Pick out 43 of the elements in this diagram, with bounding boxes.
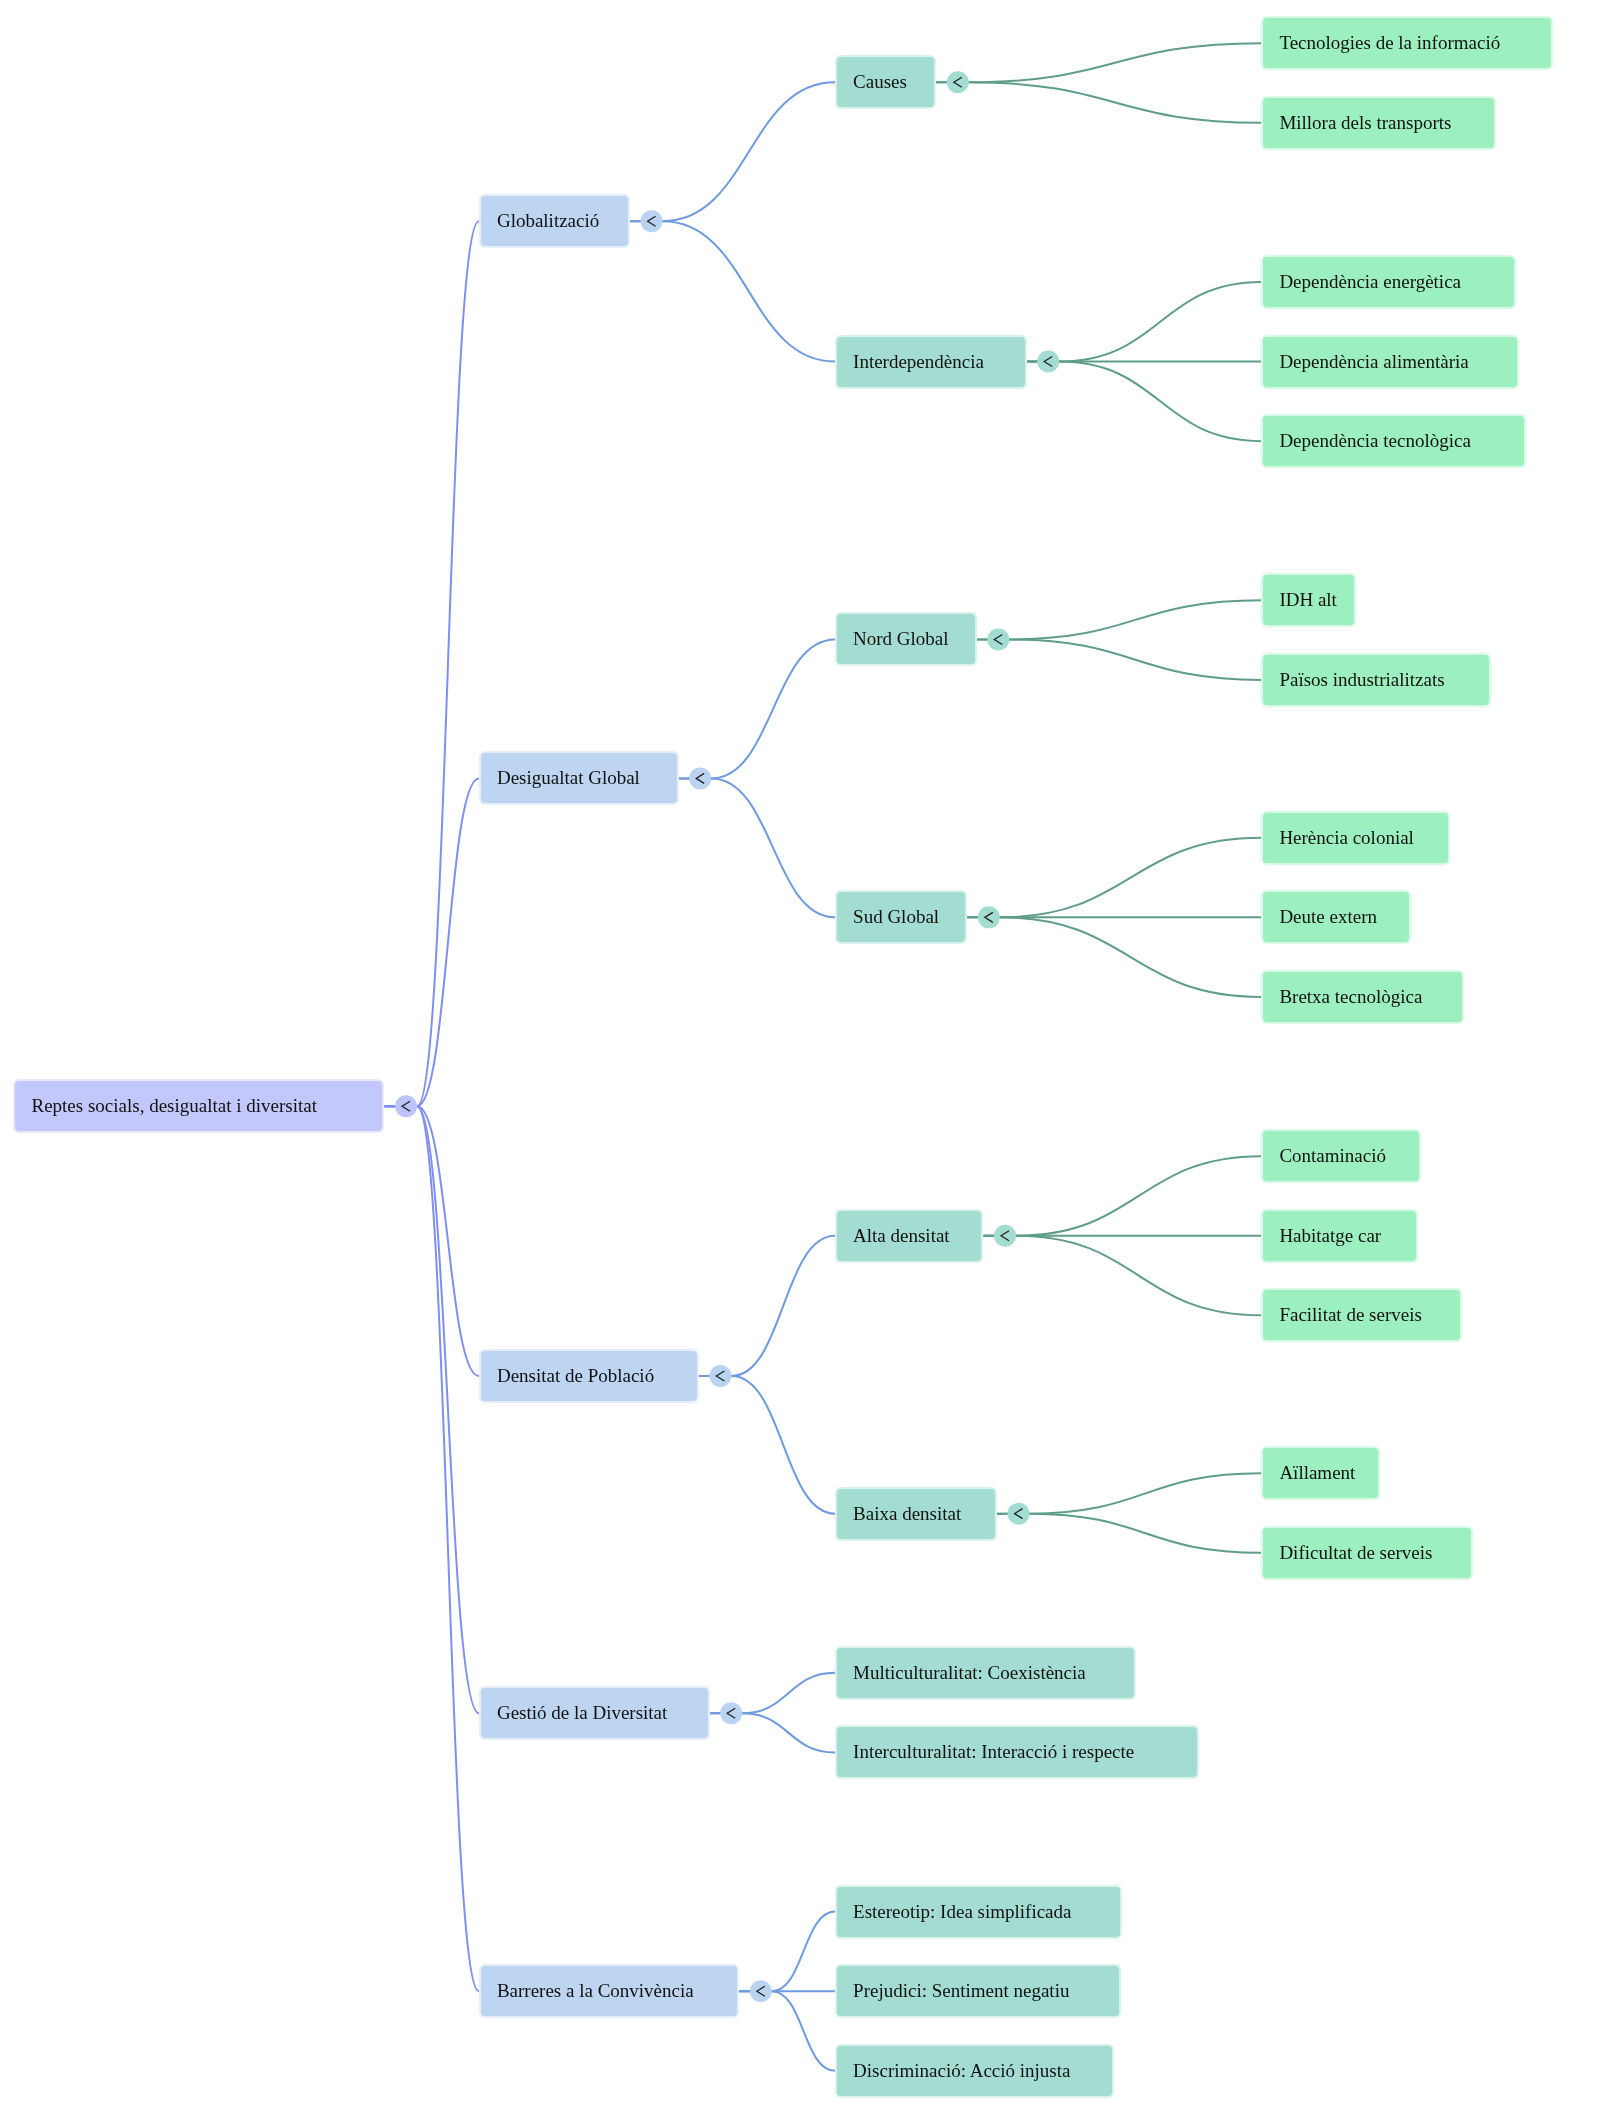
leaf-topic-box: Herència colonial bbox=[1261, 810, 1451, 865]
topic-box: Baixa densitat bbox=[835, 1486, 997, 1541]
topic-box: Alta densitat bbox=[835, 1208, 984, 1263]
leaf-topic-box: IDH alt bbox=[1261, 573, 1356, 628]
topic-box: Barreres a la Convivència bbox=[478, 1964, 740, 2019]
topic-box: Interdependència bbox=[835, 334, 1027, 389]
leaf-topic-box: Aïllament bbox=[1261, 1446, 1381, 1501]
leaf-topic-box: Dificultat de serveis bbox=[1261, 1525, 1474, 1580]
connector-line bbox=[966, 916, 1263, 998]
topic-box: Gestió de la Diversitat bbox=[478, 1686, 710, 1741]
topic-box: Discriminació: Acció injusta bbox=[835, 2043, 1115, 2098]
topic-box: Globalització bbox=[478, 194, 630, 249]
leaf-topic-box: Països industrialitzats bbox=[1261, 652, 1491, 707]
leaf-topic-box: Habitatge car bbox=[1261, 1208, 1418, 1263]
topic-box: Causes bbox=[835, 55, 937, 110]
connector-line bbox=[677, 777, 837, 919]
topic-box: Interculturalitat: Interacció i respecte bbox=[835, 1725, 1200, 1780]
leaf-topic-box: Millora dels transports bbox=[1261, 95, 1497, 150]
topic-box: Desigualtat Global bbox=[478, 751, 679, 806]
connector-line bbox=[708, 1712, 837, 1754]
connector-line bbox=[982, 1234, 1263, 1317]
leaf-topic-box: Bretxa tecnològica bbox=[1261, 969, 1464, 1024]
topic-box: Nord Global bbox=[835, 612, 977, 667]
connector-line bbox=[738, 1990, 837, 2072]
connector-line bbox=[383, 1105, 480, 1993]
leaf-topic-box: Contaminació bbox=[1261, 1129, 1421, 1184]
topic-box: Densitat de Població bbox=[478, 1349, 699, 1403]
connector-line bbox=[629, 220, 837, 363]
connector-line bbox=[995, 1512, 1263, 1554]
connector-line bbox=[935, 81, 1263, 124]
leaf-topic-box: Deute extern bbox=[1261, 890, 1412, 945]
leaf-topic-box: Dependència tecnològica bbox=[1261, 414, 1526, 469]
connector-line bbox=[975, 638, 1263, 681]
leaf-topic-box: Dependència alimentària bbox=[1261, 334, 1520, 389]
leaf-topic-box: Dependència energètica bbox=[1261, 254, 1517, 309]
topic-box: Multiculturalitat: Coexistència bbox=[835, 1645, 1136, 1700]
connector-line bbox=[1025, 360, 1263, 443]
topic-box: Estereotip: Idea simplificada bbox=[835, 1884, 1123, 1939]
leaf-topic-box: Tecnologies de la informació bbox=[1261, 16, 1553, 71]
root-topic-box: Reptes socials, desigualtat i diversitat bbox=[13, 1079, 385, 1134]
leaf-topic-box: Facilitat de serveis bbox=[1261, 1288, 1463, 1343]
topic-box: Prejudici: Sentiment negatiu bbox=[835, 1964, 1122, 2019]
topic-box: Sud Global bbox=[835, 890, 968, 945]
